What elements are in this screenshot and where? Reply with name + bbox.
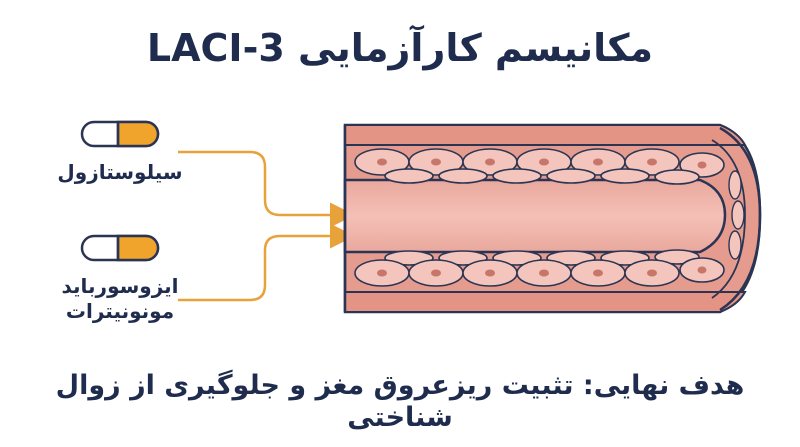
blood-vessel-illustration [343, 123, 762, 314]
arrow-connector [178, 223, 355, 302]
arrow-connector [178, 150, 355, 228]
drug-label-line: مونونیترات [65, 299, 175, 323]
capsule-icon [80, 120, 160, 148]
drug-label-isosorbide: ایزوسوربايد مونونیترات [40, 274, 200, 324]
drug-label-line: سیلوستازول [57, 160, 183, 184]
goal-caption: هدف نهایی: تثبیت ریزعروق مغز و جلوگیری ا… [55, 370, 745, 434]
page-title: مکانیسم کارآزمایی LACI-3 [146, 26, 654, 70]
capsule-icon [80, 234, 160, 262]
drug-label-line: ایزوسوربايد [61, 274, 179, 298]
drug-label-cilostazol: سیلوستازول [40, 160, 200, 185]
